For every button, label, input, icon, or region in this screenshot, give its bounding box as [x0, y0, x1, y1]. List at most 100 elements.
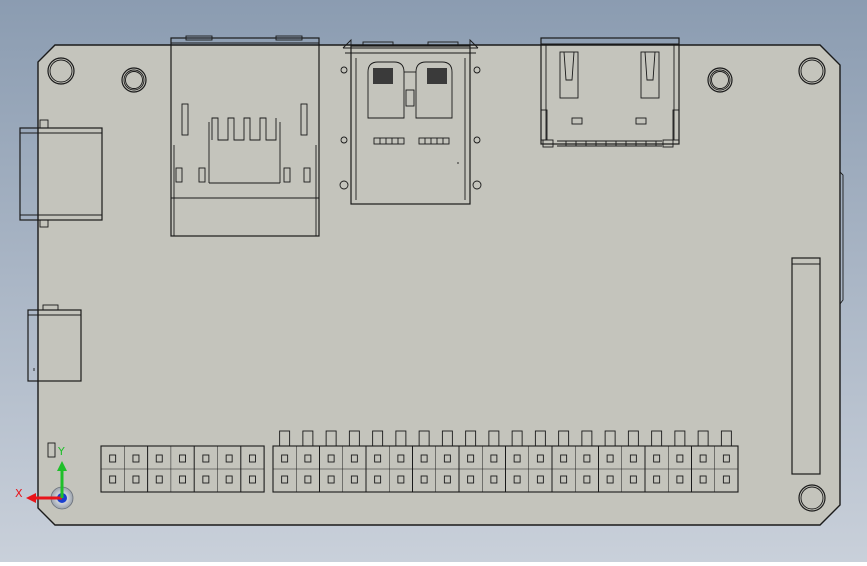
header-pin [179, 475, 187, 484]
header-pin [560, 475, 568, 484]
header-pin [327, 454, 335, 463]
header-pin [490, 454, 498, 463]
header-pin [722, 475, 730, 484]
header-pin [350, 475, 358, 484]
header-latch [395, 430, 407, 447]
axis-y-arrowhead [57, 461, 67, 471]
header-pin [420, 475, 428, 484]
header-pin [202, 454, 210, 463]
header-latch [348, 430, 360, 447]
header-pin [304, 454, 312, 463]
header-latch [697, 430, 709, 447]
header-pin [722, 454, 730, 463]
header-latch [325, 430, 337, 447]
header-latch [558, 430, 570, 447]
header-marker [47, 442, 56, 458]
header-latch [604, 430, 616, 447]
side-connector-upper [19, 119, 103, 228]
mounting-hole-bottom-right-inner [800, 486, 824, 510]
mounting-hole-top-right [798, 57, 826, 85]
header-pin [583, 454, 591, 463]
header-latch [651, 430, 663, 447]
header-pin [536, 454, 544, 463]
header-latch [488, 430, 500, 447]
hdmi-connector [540, 37, 680, 148]
header-pin [467, 454, 475, 463]
board-edge-tab [839, 171, 844, 305]
header-pin [374, 475, 382, 484]
header-pin [397, 475, 405, 484]
mounting-hole-bottom-right [798, 484, 826, 512]
header-pin [536, 475, 544, 484]
side-connector-lower [27, 304, 82, 382]
header-latch [418, 430, 430, 447]
header-latch [279, 430, 291, 447]
header-pin [374, 454, 382, 463]
header-pin [629, 454, 637, 463]
usb-contact-left [373, 68, 393, 84]
board-outline [37, 44, 841, 526]
mounting-hole-top-right-inner [800, 59, 824, 83]
header-pin [179, 454, 187, 463]
header-pin [281, 454, 289, 463]
header-latch [534, 430, 546, 447]
axis-x-arrowhead [26, 493, 36, 503]
header-pin [699, 475, 707, 484]
usb-connector [339, 38, 482, 205]
header-latch [511, 430, 523, 447]
axis-y-label: Y [57, 445, 65, 458]
header-pin [248, 475, 256, 484]
header-pin [467, 475, 475, 484]
header-pin [443, 475, 451, 484]
header-pin [132, 475, 140, 484]
axis-triad: X Y [15, 445, 74, 510]
usb-contact-right [427, 68, 447, 84]
header-latch [627, 430, 639, 447]
header-pin [583, 475, 591, 484]
header-pin [132, 454, 140, 463]
header-pin [202, 475, 210, 484]
header-pin [676, 454, 684, 463]
header-pin [699, 454, 707, 463]
header-latch [441, 430, 453, 447]
header-pin [490, 475, 498, 484]
header-pin [420, 454, 428, 463]
header-pin [109, 454, 117, 463]
header-pin [225, 475, 233, 484]
mounting-hole-top-left [47, 57, 75, 85]
header-pin [397, 454, 405, 463]
header-pin [327, 475, 335, 484]
header-pin [560, 454, 568, 463]
standoff-right [707, 67, 733, 93]
header-pin [109, 475, 117, 484]
header-latch [302, 430, 314, 447]
header-pin [350, 454, 358, 463]
header-latch [674, 430, 686, 447]
gpio-header-left [100, 445, 265, 493]
header-pin [155, 475, 163, 484]
header-pin [606, 475, 614, 484]
header-pin [443, 454, 451, 463]
header-pin [676, 475, 684, 484]
ethernet-connector [170, 35, 320, 237]
header-pin [606, 454, 614, 463]
header-pin [304, 475, 312, 484]
header-pin [513, 454, 521, 463]
header-latch [581, 430, 593, 447]
header-latch [372, 430, 384, 447]
axis-x-label: X [15, 487, 23, 500]
header-pin [225, 454, 233, 463]
header-pin [653, 454, 661, 463]
header-latch [465, 430, 477, 447]
mounting-hole-top-left-inner [49, 59, 73, 83]
header-latch [720, 430, 732, 447]
header-pin [653, 475, 661, 484]
card-slot [791, 257, 821, 475]
standoff-left [121, 67, 147, 93]
header-pin [248, 454, 256, 463]
header-pin [513, 475, 521, 484]
header-pin [155, 454, 163, 463]
header-pin [281, 475, 289, 484]
